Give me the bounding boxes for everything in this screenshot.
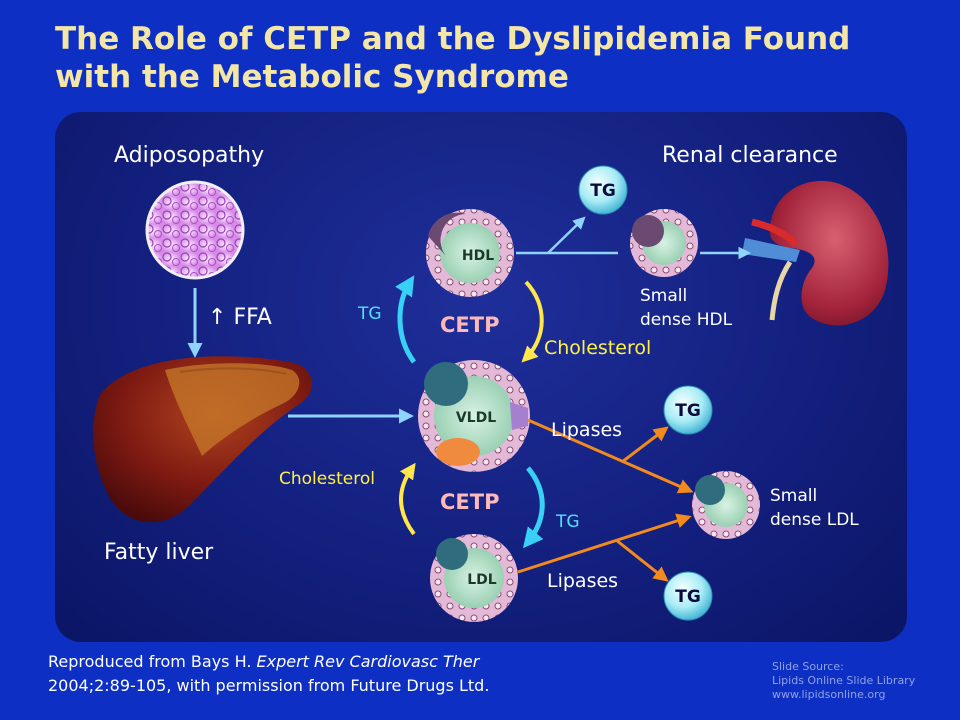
- citation: Reproduced from Bays H. Expert Rev Cardi…: [48, 650, 489, 698]
- tg-bubble-middle: TG: [663, 385, 713, 435]
- up-arrow-icon: ↑: [208, 305, 227, 330]
- ldl-lipase-to-tg-arrow: [615, 538, 669, 582]
- adiposopathy-label: Adiposopathy: [114, 143, 265, 168]
- small-dense-ldl-line-1: Small: [770, 486, 818, 506]
- slide-source: Slide Source: Lipids Online Slide Librar…: [772, 660, 915, 702]
- fatty-liver-image: [93, 356, 312, 523]
- ffa-label: ↑ FFA: [208, 305, 272, 330]
- lipases-lower-label: Lipases: [547, 570, 619, 592]
- renal-clearance-label: Renal clearance: [662, 143, 838, 168]
- tg-to-ldl-arrow: [522, 466, 545, 549]
- fatty-liver-label: Fatty liver: [104, 540, 214, 565]
- small-dense-ldl-particle: [692, 471, 760, 539]
- ffa-text: FFA: [233, 305, 272, 330]
- tg-bubble-bottom-label: TG: [675, 587, 701, 607]
- hdl-label: HDL: [462, 248, 494, 264]
- title-line-1: The Role of CETP and the Dyslipidemia Fo…: [55, 21, 851, 57]
- citation-journal: Expert Rev Cardiovasc Ther: [256, 652, 480, 671]
- small-dense-hdl-label: Small dense HDL: [640, 284, 732, 332]
- vldl-lipase-to-tg-arrow: [621, 426, 669, 464]
- slide-source-line-2: Lipids Online Slide Library: [772, 674, 916, 687]
- vldl-label: VLDL: [456, 410, 496, 426]
- adipose-tissue-image: [145, 180, 245, 280]
- cholesterol-upper-label: Cholesterol: [544, 337, 652, 359]
- citation-line-1: Reproduced from Bays H. Expert Rev Cardi…: [48, 650, 489, 674]
- tg-bubble-bottom: TG: [663, 571, 713, 621]
- hdl-to-tg-arrow: [547, 216, 586, 254]
- ldl-to-small-ldl-arrow: [517, 513, 692, 574]
- slide-source-line-3: www.lipidsonline.org: [772, 688, 886, 701]
- tg-lower-label: TG: [556, 512, 580, 532]
- tg-bubble-top: TG: [578, 165, 628, 215]
- small-dense-hdl-line-1: Small: [640, 286, 688, 306]
- title-line-2: with the Metabolic Syndrome: [55, 59, 569, 95]
- small-dense-ldl-label: Small dense LDL: [770, 484, 859, 532]
- tg-to-hdl-arrow: [395, 275, 417, 364]
- hdl-particle: HDL: [426, 209, 514, 297]
- vldl-particle: VLDL: [418, 360, 530, 472]
- kidney-image: [742, 180, 889, 326]
- cetp-upper-label: CETP: [440, 313, 500, 337]
- cetp-lower-label: CETP: [440, 490, 500, 514]
- ldl-particle: LDL: [430, 534, 518, 622]
- vldl-to-small-ldl-arrow: [527, 418, 694, 494]
- cholesterol-to-vldl-arrow: [521, 280, 544, 363]
- small-dense-ldl-line-2: dense LDL: [770, 510, 859, 530]
- tg-bubble-top-label: TG: [590, 181, 616, 201]
- citation-author: Reproduced from Bays H.: [48, 652, 257, 671]
- tg-upper-label: TG: [358, 304, 382, 324]
- slide-source-line-1: Slide Source:: [772, 660, 844, 673]
- small-dense-hdl-line-2: dense HDL: [640, 310, 733, 330]
- cholesterol-to-vldl-lower-arrow: [399, 462, 416, 536]
- tg-bubble-middle-label: TG: [675, 401, 701, 421]
- small-dense-hdl-particle: [630, 209, 698, 277]
- slide-title: The Role of CETP and the Dyslipidemia Fo…: [55, 20, 935, 96]
- citation-line-2: 2004;2:89-105, with permission from Futu…: [48, 676, 490, 695]
- cholesterol-lower-label: Cholesterol: [279, 469, 375, 489]
- ldl-label: LDL: [467, 572, 497, 588]
- lipases-upper-label: Lipases: [551, 419, 623, 441]
